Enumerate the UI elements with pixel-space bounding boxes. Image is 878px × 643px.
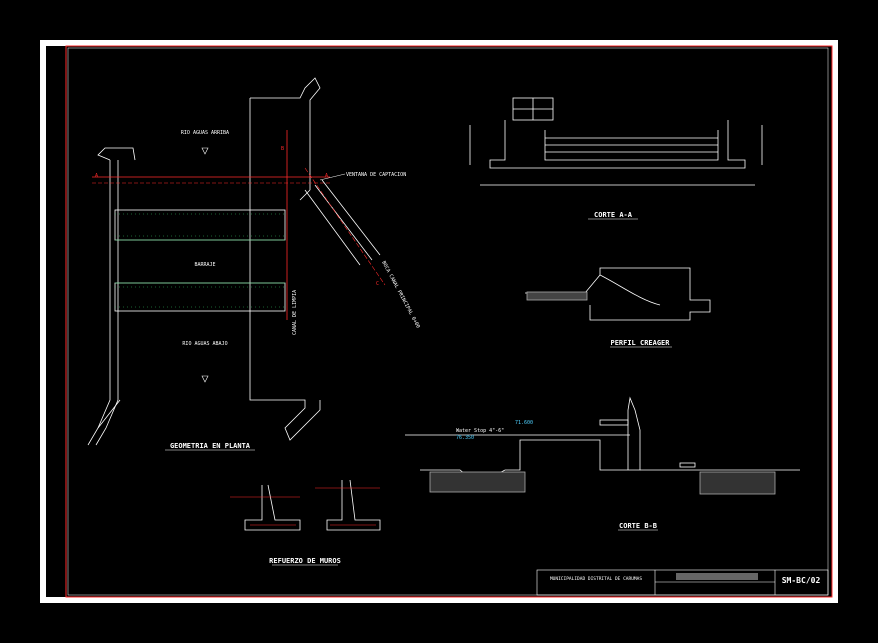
refuerzo-title: REFUERZO DE MUROS bbox=[269, 557, 341, 565]
level-right: 71.600 bbox=[515, 420, 533, 426]
inner-frame-red bbox=[65, 45, 833, 598]
left-bank-top bbox=[97, 147, 136, 161]
section-a-marker-left: A bbox=[95, 173, 98, 179]
label-cleaning-channel: CANAL DE LIMPIA bbox=[292, 290, 298, 335]
flow-arrow-up-icon bbox=[201, 147, 209, 155]
corte-a-title: CORTE A-A bbox=[594, 211, 633, 219]
corte-b-drawing bbox=[405, 396, 800, 495]
left-bank-inner bbox=[95, 160, 119, 446]
refuerzo-bars bbox=[230, 487, 380, 526]
inner-frame bbox=[67, 47, 829, 596]
corte-b-title: CORTE B-B bbox=[619, 522, 657, 530]
level-left: 76.350 bbox=[456, 435, 474, 441]
label-weir: BARRAJE bbox=[194, 262, 215, 268]
label-intake: VENTANA DE CAPTACION bbox=[346, 172, 406, 178]
label-downstream: RIO AGUAS ABAJO bbox=[182, 341, 227, 347]
left-bank-bottom-wall bbox=[97, 399, 121, 429]
section-c-marker: C bbox=[376, 281, 379, 287]
waterstop-label: Water Stop 4"-6" bbox=[456, 428, 504, 434]
weir-hatching bbox=[115, 213, 285, 308]
corte-a-drawing bbox=[469, 97, 763, 186]
refuerzo-drawing bbox=[244, 479, 381, 531]
section-a-marker-right: A bbox=[325, 173, 328, 179]
left-bank bbox=[87, 160, 111, 446]
main-channel bbox=[299, 179, 381, 266]
label-upstream: RIO AGUAS ARRIBA bbox=[181, 130, 229, 136]
sheet-field bbox=[46, 46, 832, 597]
perfil-title: PERFIL CREAGER bbox=[610, 339, 670, 347]
perfil-drawing bbox=[525, 267, 711, 321]
right-bank-top bbox=[250, 77, 321, 190]
plan-title: GEOMETRIA EN PLANTA bbox=[170, 442, 251, 450]
intake-leader bbox=[319, 173, 346, 181]
title-block-entity: MUNICIPALIDAD DISTRITAL DE CARUMAS bbox=[550, 576, 642, 582]
section-b-marker: B bbox=[281, 146, 284, 152]
flow-arrow-down-icon bbox=[201, 375, 209, 383]
section-line-c bbox=[304, 167, 386, 286]
right-bank bbox=[249, 98, 321, 441]
title-block-sheet: SM-BC/02 bbox=[782, 576, 821, 585]
title-block bbox=[536, 569, 829, 596]
